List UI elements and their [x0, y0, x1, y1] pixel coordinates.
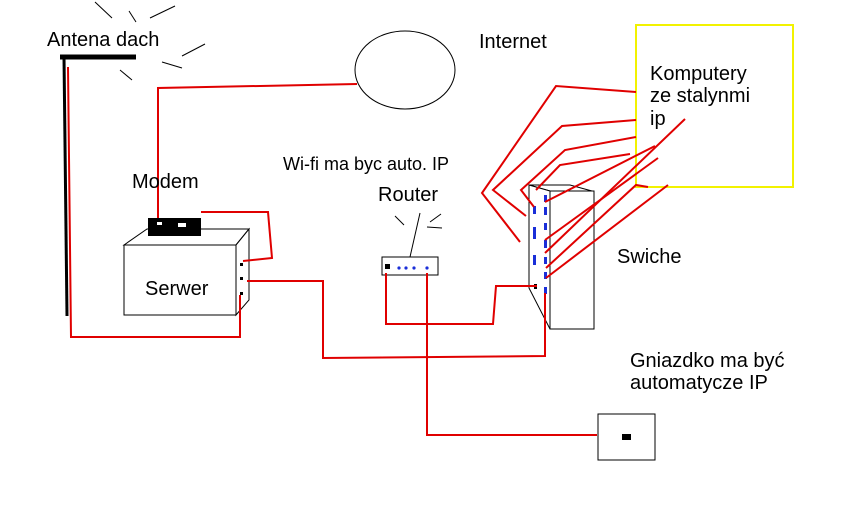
modem-device	[148, 218, 201, 236]
cable-switch-computer-3	[519, 136, 637, 208]
socket-label-line-1: Gniazdko ma być	[630, 350, 785, 372]
cable-server-switch	[247, 280, 546, 360]
cable-switch-computer-1	[480, 84, 637, 243]
computers-label-line-2: ze stalynmi	[650, 85, 751, 108]
socket-label: Gniazdko ma być automatycze IP	[630, 350, 785, 395]
router-label: Router	[378, 184, 439, 206]
server-label: Serwer	[145, 278, 209, 300]
internet-label: Internet	[479, 31, 547, 53]
cable-router-socket	[426, 273, 597, 436]
computers-label-line-3: ip	[650, 107, 666, 130]
cable-switch-computer-4	[535, 153, 631, 191]
cable-switch-computer-8	[545, 183, 649, 269]
cable-modem-internet	[157, 83, 358, 218]
server-box	[122, 227, 251, 317]
computers-box	[635, 24, 794, 188]
cable-router-switch	[385, 273, 537, 325]
wifi-note-label: Wi-fi ma byc auto. IP	[283, 154, 450, 174]
cable-modem-server	[201, 211, 274, 262]
cable-antenna-server	[67, 66, 241, 338]
cable-switch-computer-7	[544, 118, 686, 254]
wall-socket	[597, 413, 656, 461]
modem-label: Modem	[132, 171, 199, 193]
router-device	[381, 212, 443, 276]
cable-switch-computer-9	[545, 184, 669, 279]
socket-label-line-2: automatycze IP	[630, 372, 768, 395]
computers-label: Komputery ze stalynmi ip	[650, 63, 750, 130]
roof-antenna	[60, 1, 206, 317]
internet-cloud	[354, 30, 456, 110]
cable-switch-computer-5	[544, 145, 656, 203]
network-cables	[67, 66, 686, 436]
switch-device	[528, 184, 595, 330]
switch-label: Swiche	[617, 246, 682, 268]
computers-label-line-1: Komputery	[650, 63, 747, 85]
antenna-label: Antena dach	[47, 29, 160, 51]
cable-switch-computer-2	[491, 119, 637, 217]
